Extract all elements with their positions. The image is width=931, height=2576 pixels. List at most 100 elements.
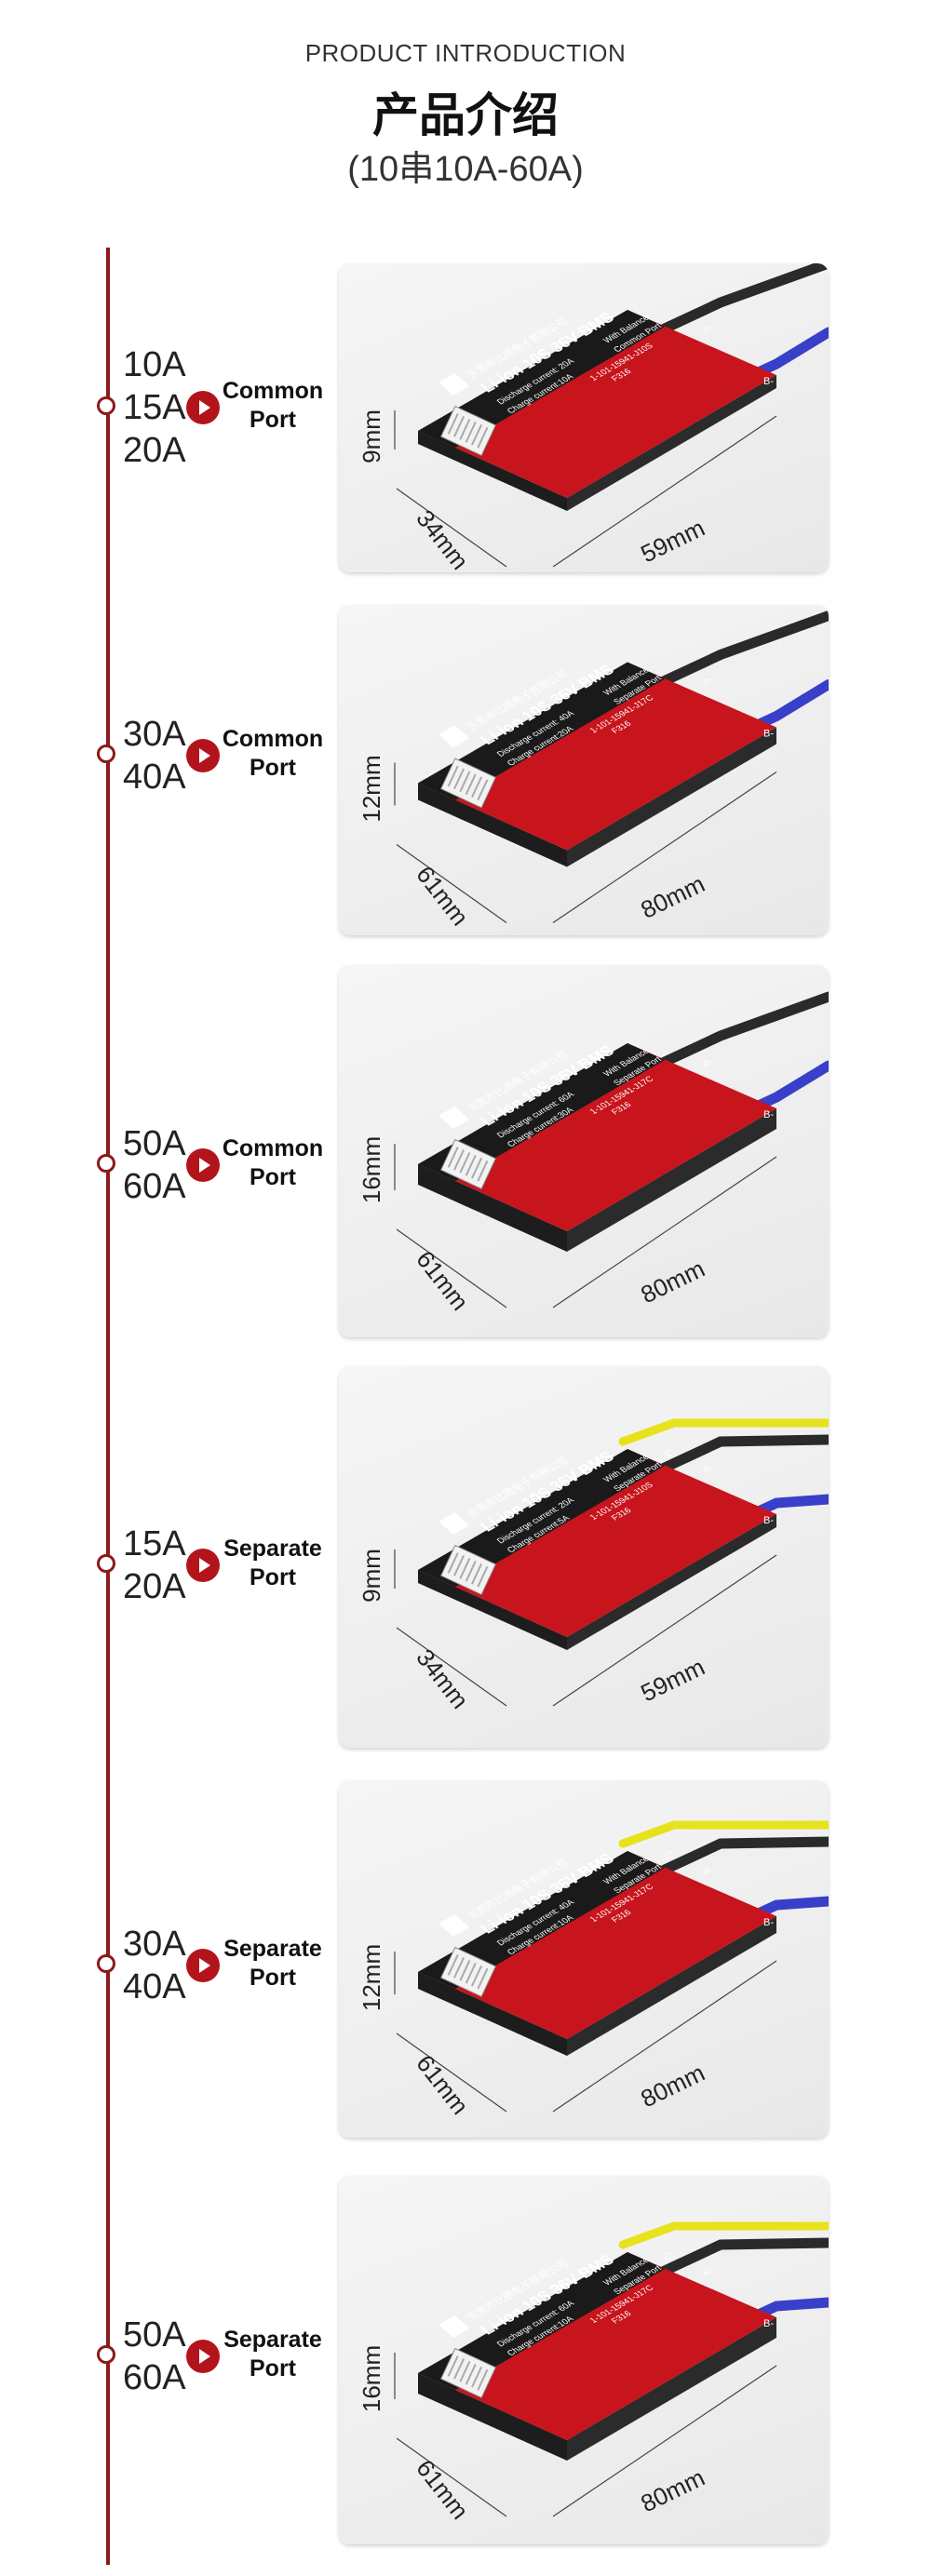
- balance-connector: [439, 405, 497, 457]
- board-side-right: [567, 375, 776, 511]
- port-type-line1: Common: [222, 1135, 324, 1161]
- dimension-lines: [394, 762, 777, 923]
- port-type-line2: Port: [250, 1564, 296, 1590]
- board-side-front: [418, 1164, 567, 1252]
- current-rating: 20A: [123, 1567, 186, 1606]
- current-rating: 50A: [123, 2315, 186, 2355]
- balance-connector: [439, 1544, 497, 1596]
- current-rating: 30A: [123, 1925, 186, 1964]
- length-dimension: 80mm: [636, 869, 708, 924]
- height-dimension: 9mm: [358, 1549, 385, 1603]
- port-type-line2: Port: [250, 1164, 296, 1190]
- board-side-front: [418, 783, 567, 867]
- brand-logo-icon: [439, 1106, 470, 1129]
- current-rating: 10A: [123, 345, 186, 384]
- arrow-right-icon: [186, 1549, 220, 1582]
- current-rating: 50A: [123, 1124, 186, 1163]
- height-dimension: 16mm: [358, 2345, 385, 2412]
- board-side-front: [418, 1570, 567, 1650]
- connector-housing: [418, 1043, 665, 1181]
- height-dimension: 12mm: [358, 755, 385, 822]
- connector-housing: [418, 1449, 665, 1587]
- connector-housing: [418, 1851, 665, 1989]
- current-rating: 40A: [123, 758, 186, 797]
- current-rating: 60A: [123, 1167, 186, 1206]
- port-type-line1: Common: [222, 378, 324, 404]
- board-top: [418, 2252, 776, 2440]
- length-dimension: 80mm: [636, 2059, 708, 2113]
- board-side-right: [567, 1514, 776, 1650]
- terminal-b-label: B-: [763, 1917, 774, 1928]
- timeline-dot: [97, 1154, 115, 1173]
- yellow-wire: [618, 1820, 829, 1848]
- board-side-front: [418, 431, 567, 511]
- length-dimension: 80mm: [636, 2463, 708, 2518]
- terminal-p-label: P-: [704, 678, 714, 690]
- current-rating: 20A: [123, 431, 186, 470]
- terminal-b-label: B-: [763, 1109, 774, 1120]
- board-top: [418, 1043, 776, 1231]
- balance-connector: [439, 1138, 497, 1190]
- current-rating: 30A: [123, 715, 186, 754]
- balance-connector: [439, 2347, 497, 2399]
- terminal-p-label: P-: [704, 1465, 714, 1476]
- brand-logo-icon: [439, 372, 470, 396]
- board-top: [418, 310, 776, 498]
- dimension-lines: [394, 410, 777, 568]
- port-type-line2: Port: [250, 755, 296, 781]
- dimension-lines: [394, 1952, 777, 2113]
- arrow-right-icon: [186, 739, 220, 772]
- section-subtitle: PRODUCT INTRODUCTION: [304, 39, 627, 67]
- length-dimension: 59mm: [636, 514, 708, 569]
- board-top: [418, 1449, 776, 1637]
- black-wire: [659, 1434, 829, 1473]
- width-dimension: 34mm: [411, 1644, 474, 1713]
- terminal-b-label: B-: [763, 1515, 774, 1526]
- yellow-wire: [618, 2221, 829, 2249]
- arrow-right-icon: [186, 2340, 220, 2373]
- black-wire: [659, 263, 829, 334]
- current-rating: 40A: [123, 1967, 186, 2006]
- height-dimension: 16mm: [358, 1136, 385, 1203]
- timeline-dot: [97, 1554, 115, 1573]
- terminal-b-label: B-: [763, 2318, 774, 2329]
- terminal-c-label: C-: [665, 1448, 676, 1459]
- dimension-lines: [394, 2353, 777, 2517]
- brand-logo-icon: [439, 2314, 470, 2338]
- arrow-right-icon: [186, 1949, 220, 1982]
- terminal-p-label: P-: [704, 2268, 714, 2279]
- yellow-wire: [618, 1418, 829, 1446]
- board-top: [418, 662, 776, 851]
- port-type-line1: Separate: [223, 2327, 322, 2353]
- brand-logo-icon: [439, 1913, 470, 1937]
- board-side-front: [418, 2373, 567, 2461]
- black-wire: [659, 610, 829, 686]
- height-dimension: 9mm: [358, 409, 385, 463]
- current-rating: 15A: [123, 1524, 186, 1563]
- width-dimension: 61mm: [411, 2454, 474, 2524]
- width-dimension: 61mm: [411, 1245, 474, 1315]
- timeline-dot: [97, 745, 115, 763]
- board-side-right: [567, 1108, 776, 1252]
- connector-housing: [418, 2252, 665, 2390]
- port-type-line2: Port: [250, 407, 296, 433]
- port-type-line1: Separate: [223, 1936, 322, 1962]
- terminal-c-label: C-: [665, 2251, 676, 2262]
